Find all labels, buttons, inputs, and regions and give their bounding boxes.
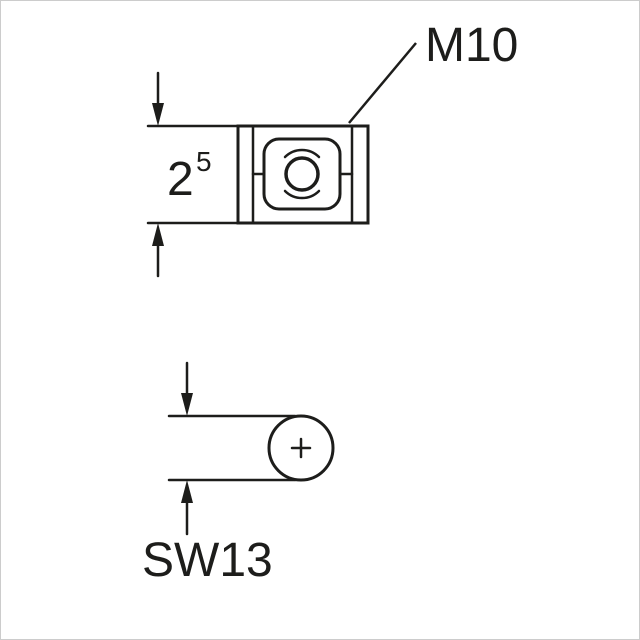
dimension-arrowhead-down-icon xyxy=(152,103,164,126)
bottom-view xyxy=(167,361,335,536)
dimension-arrowhead-up-icon xyxy=(152,223,164,246)
thread-hole-circle xyxy=(284,156,320,192)
top-view xyxy=(236,124,370,225)
thread-size-label: M10 xyxy=(425,19,518,72)
m10-leader-line xyxy=(348,42,417,124)
thread-arc-bottom xyxy=(283,189,321,200)
sw-arrowhead-down-icon xyxy=(181,393,193,416)
thread-arc-top xyxy=(283,148,321,159)
sw-arrowhead-up-icon xyxy=(181,480,193,503)
height-dimension xyxy=(146,71,240,278)
wrench-size-label: SW13 xyxy=(142,534,273,587)
part-outline xyxy=(236,124,370,225)
height-dimension-value: 2 xyxy=(167,153,194,206)
screw-head-circle xyxy=(267,414,335,482)
height-dimension-superscript: 5 xyxy=(196,146,212,177)
